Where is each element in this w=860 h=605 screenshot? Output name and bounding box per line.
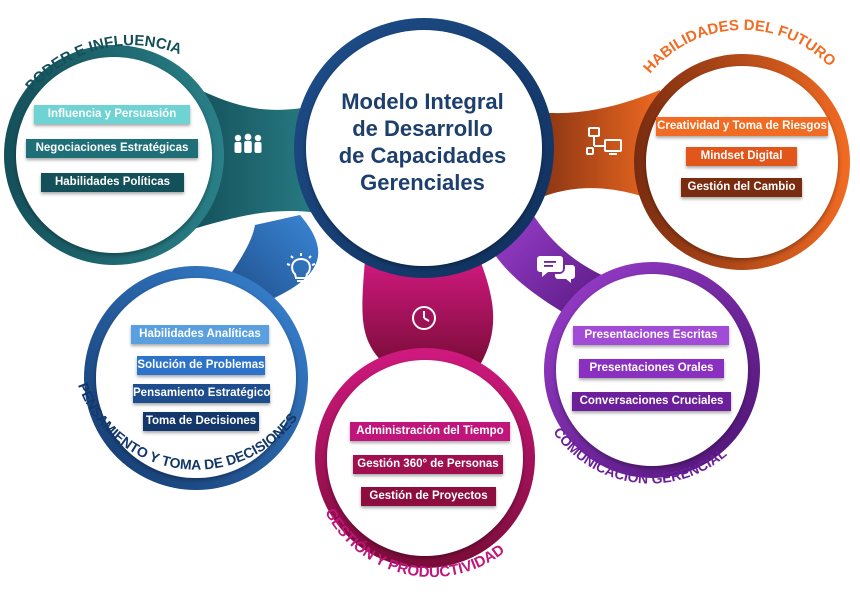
gestion-item-proyectos: Gestión de Proyectos: [361, 487, 496, 506]
chat-bubbles-icon: [537, 256, 575, 283]
computer-network-icon: [586, 127, 622, 155]
futuro-item-mindset: Mindset Digital: [686, 147, 797, 166]
center-title-line: Gerenciales: [360, 170, 485, 195]
pensamiento-item-decisiones: Toma de Decisiones: [143, 412, 259, 431]
center-title-line: Modelo Integral: [341, 89, 504, 114]
pensamiento-item-problemas: Solución de Problemas: [137, 356, 265, 375]
clock-icon: [412, 306, 436, 330]
center-title-line: de Desarrollo: [352, 116, 493, 141]
futuro-item-cambio: Gestión del Cambio: [681, 178, 802, 197]
poder-item-politicas: Habilidades Políticas: [41, 173, 184, 192]
futuro-item-creatividad: Creatividad y Toma de Riesgos: [656, 117, 828, 136]
center-title-line: de Capacidades: [338, 143, 507, 168]
comunicacion-item-escritas: Presentaciones Escritas: [573, 326, 729, 345]
comunicacion-item-cruciales: Conversaciones Cruciales: [572, 392, 731, 411]
connector-poder: [190, 85, 330, 230]
poder-item-negociaciones: Negociaciones Estratégicas: [26, 139, 198, 158]
connector-gestion: [362, 260, 494, 365]
lightbulb-icon: [286, 253, 316, 282]
gestion-item-tiempo: Administración del Tiempo: [350, 422, 510, 441]
poder-item-influencia: Influencia y Persuasión: [34, 105, 190, 124]
gestion-item-personas: Gestión 360° de Personas: [353, 455, 503, 474]
center-inner-circle: [306, 30, 542, 266]
comunicacion-item-orales: Presentaciones Orales: [579, 359, 724, 378]
center-title: Modelo Integral de Desarrollo de Capacid…: [305, 88, 540, 196]
pensamiento-item-estrategico: Pensamiento Estratégico: [133, 384, 270, 403]
group-of-people-icon: [234, 133, 262, 153]
pensamiento-item-analiticas: Habilidades Analíticas: [131, 325, 269, 344]
